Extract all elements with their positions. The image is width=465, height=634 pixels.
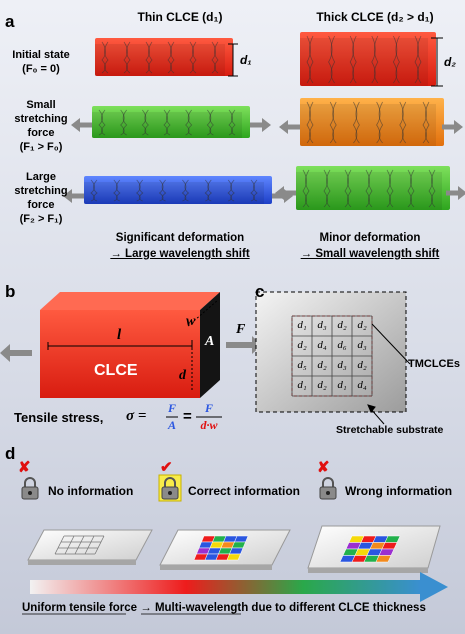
substrate-label: Stretchable substrate [336, 424, 444, 436]
arrow-thick-small-left [279, 120, 300, 134]
display-slab-blank [27, 529, 153, 565]
caption-part-1: Uniform tensile force [22, 602, 138, 614]
arrow-thick-small-right [442, 120, 463, 134]
arrow-thin-small-left [71, 118, 92, 132]
label-no-info: No information [48, 484, 134, 498]
tmclce-cell: d₂ [317, 359, 327, 371]
tmclce-cell: d₂ [357, 319, 367, 331]
arrow-thin-large-left [63, 189, 84, 203]
clce-block-label: CLCE [94, 362, 138, 379]
color-tile [375, 555, 392, 563]
display-slab-wrong [307, 525, 441, 573]
tmclce-cell: d₁ [337, 379, 347, 391]
block-thick-small [300, 98, 444, 146]
clce-block-3d [40, 292, 220, 398]
tmclce-cell: d₂ [357, 359, 367, 371]
col-header-thin: Thin CLCE (d₁) [137, 10, 223, 24]
thickness-bracket-thick [431, 37, 443, 87]
result-thin-line2: → Large wavelength shift [110, 248, 250, 260]
color-tile [231, 541, 246, 549]
result-thick-line1: Minor deformation [319, 232, 421, 244]
dimension-lines-b [47, 299, 219, 390]
lock-icon-wrong [319, 477, 337, 500]
tmclce-cell: d₃ [317, 319, 327, 331]
lock-icon-no-info [21, 477, 39, 500]
length-label: l [117, 327, 122, 343]
color-tile [229, 547, 244, 555]
col-header-thick: Thick CLCE (d₂ > d₁) [316, 10, 434, 24]
tmclce-cell: d₄ [317, 339, 327, 351]
fraction-1-numerator: F [167, 401, 176, 415]
panel-c-label: c [255, 282, 265, 301]
label-correct-info: Correct information [188, 484, 301, 498]
panel-a-label: a [5, 12, 15, 31]
bottom-caption: Uniform tensile force → Multi-wavelength… [22, 602, 426, 614]
stretch-arrows [63, 118, 465, 203]
label-wrong-info: Wrong information [345, 484, 453, 498]
width-label: w [186, 314, 196, 329]
tmclce-label: TMCLCEs [408, 358, 460, 370]
stretchable-substrate [255, 291, 407, 413]
callout-lines [367, 323, 411, 425]
result-thin-line1: Significant deformation [115, 232, 245, 244]
thickness-label: d [179, 368, 186, 383]
tmclce-cell: d₃ [337, 359, 347, 371]
tmclce-cell: d₃ [357, 339, 367, 351]
gradient-arrow [30, 572, 448, 602]
block-thick-large [296, 166, 450, 210]
panel-d-label: d [5, 444, 16, 463]
mark-correct-info: ✔ [160, 459, 173, 476]
tmclce-cell: d₂ [317, 379, 327, 391]
tmclce-cell: d₁ [297, 319, 307, 331]
dim-label-thick: d₂ [444, 55, 456, 69]
tmclce-cell: d₄ [357, 379, 367, 391]
block-thick-initial [300, 32, 436, 86]
formula-equals: = [183, 408, 192, 425]
lock-icon-correct [158, 474, 182, 502]
dim-label-thin: d₁ [240, 53, 252, 67]
area-label: A [205, 334, 215, 349]
fraction-1-denominator: A [167, 418, 176, 432]
block-thin-initial [95, 38, 233, 76]
result-thick-line2: → Small wavelength shift [300, 248, 440, 260]
color-tile [234, 535, 249, 543]
lock-icons [21, 474, 337, 502]
fraction-2-numerator: F [204, 401, 213, 415]
tmclce-grid-lines [291, 315, 373, 397]
tmclce-cell: d₅ [297, 359, 307, 371]
tmclce-cell: d₂ [337, 319, 347, 331]
panel-b-label: b [5, 282, 16, 301]
mark-wrong-info: ✘ [317, 459, 330, 476]
arrow-thin-small-right [250, 118, 271, 132]
color-tile [226, 553, 241, 561]
caption-part-2: Multi-wavelength due to different CLCE t… [154, 602, 426, 614]
force-arrow-left [0, 344, 32, 362]
force-label: F [236, 322, 246, 337]
caption-arrow: → [140, 602, 152, 614]
formula-sigma: σ = [126, 408, 147, 424]
arrow-thick-large-left [275, 186, 296, 200]
block-thin-large [84, 176, 272, 204]
formula-prefix: Tensile stress, [14, 410, 104, 425]
clce-blocks [84, 32, 450, 210]
tmclce-cell: d₂ [297, 339, 307, 351]
mark-no-info: ✘ [18, 459, 31, 476]
block-thin-small [92, 106, 250, 138]
display-slab-correct [159, 529, 291, 570]
thickness-bracket-thin [228, 43, 238, 77]
tmclce-cell: d₁ [297, 379, 307, 391]
tmclce-cell: d₆ [337, 339, 347, 351]
fraction-2-denominator: d·w [200, 418, 218, 432]
row-label-initial: Initial state(F₀ = 0) [12, 49, 70, 75]
arrow-thick-large-right [446, 186, 465, 200]
